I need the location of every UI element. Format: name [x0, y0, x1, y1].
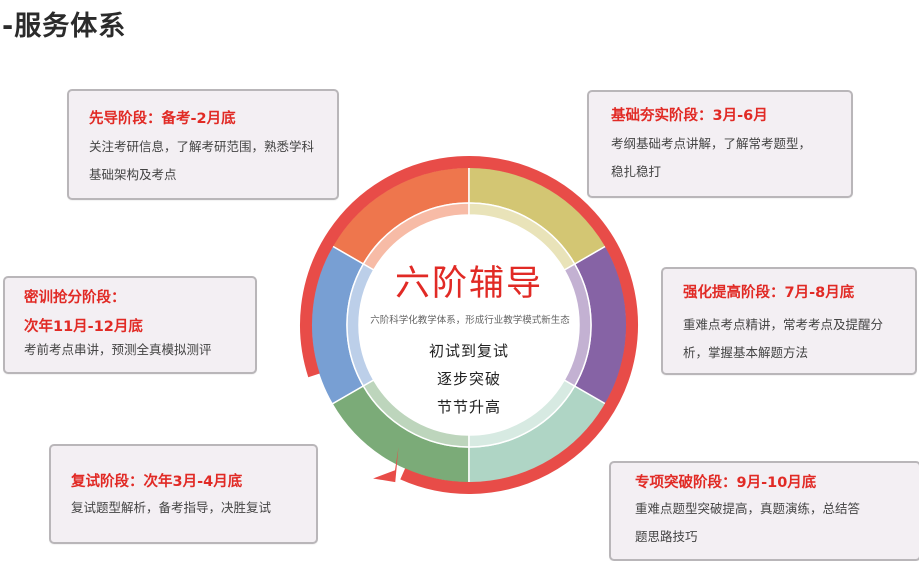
stage-card-intensive: 强化提高阶段：7月-8月底 重难点考点精讲，常考考点及提醒分 析，掌握基本解题方…: [661, 267, 917, 375]
stage-desc-line-1: 考纲基础考点讲解，了解常考题型，: [611, 136, 812, 151]
stage-card-sprint: 密训抢分阶段： 次年11月-12月底 考前考点串讲，预测全真模拟测评: [3, 276, 257, 374]
wheel-center-line-2: 逐步突破: [436, 370, 501, 388]
stage-desc-line-1: 复试题型解析，备考指导，决胜复试: [71, 500, 272, 515]
stage-desc-line-1: 关注考研信息，了解考研范围，熟悉学科: [89, 139, 315, 154]
cycle-arrow-arc: [300, 156, 638, 494]
wheel-center-title: 六阶辅导: [394, 264, 543, 304]
stage-desc-line-1: 考前考点串讲，预测全真模拟测评: [24, 342, 212, 357]
stage-desc-line-2: 析，掌握基本解题方法: [683, 345, 809, 360]
stage-card-pilot: 先导阶段：备考-2月底 关注考研信息，了解考研范围，熟悉学科 基础架构及考点: [67, 89, 339, 200]
cycle-arrow-head-icon: [373, 447, 399, 483]
stage-title: 复试阶段：次年3月-4月底: [71, 474, 243, 490]
wheel-center-subtitle: 六阶科学化教学体系，形成行业教学模式新生态: [370, 315, 570, 326]
wheel-center-disc: [359, 215, 579, 435]
stage-desc-line-1: 重难点题型突破提高，真题演练，总结答: [635, 501, 861, 516]
stage-title: 先导阶段：备考-2月底: [89, 111, 236, 127]
stage-desc-line-2: 稳扎稳打: [611, 164, 662, 179]
stage-title: 强化提高阶段：7月-8月底: [683, 285, 855, 301]
wheel-center-line-3: 节节升高: [436, 398, 501, 416]
stage-title: 专项突破阶段：9月-10月底: [635, 475, 817, 491]
stage-desc-line-1: 重难点考点精讲，常考考点及提醒分: [683, 317, 884, 332]
stage-card-breakthrough: 专项突破阶段：9月-10月底 重难点题型突破提高，真题演练，总结答 题思路技巧: [609, 461, 919, 561]
stage-title-line-2: 次年11月-12月底: [24, 319, 143, 335]
six-stage-wheel-diagram: [300, 156, 638, 494]
page-title: -服务体系: [2, 11, 127, 42]
stage-card-retest: 复试阶段：次年3月-4月底 复试题型解析，备考指导，决胜复试: [49, 444, 318, 544]
stage-title: 基础夯实阶段：3月-6月: [611, 108, 768, 124]
stage-card-foundation: 基础夯实阶段：3月-6月 考纲基础考点讲解，了解常考题型， 稳扎稳打: [587, 90, 853, 198]
stage-desc-line-2: 题思路技巧: [635, 529, 698, 544]
wheel-center-line-1: 初试到复试: [428, 342, 509, 360]
wheel-segments: [310, 166, 628, 484]
stage-title-line-1: 密训抢分阶段：: [24, 290, 126, 306]
stage-desc-line-2: 基础架构及考点: [89, 167, 177, 182]
